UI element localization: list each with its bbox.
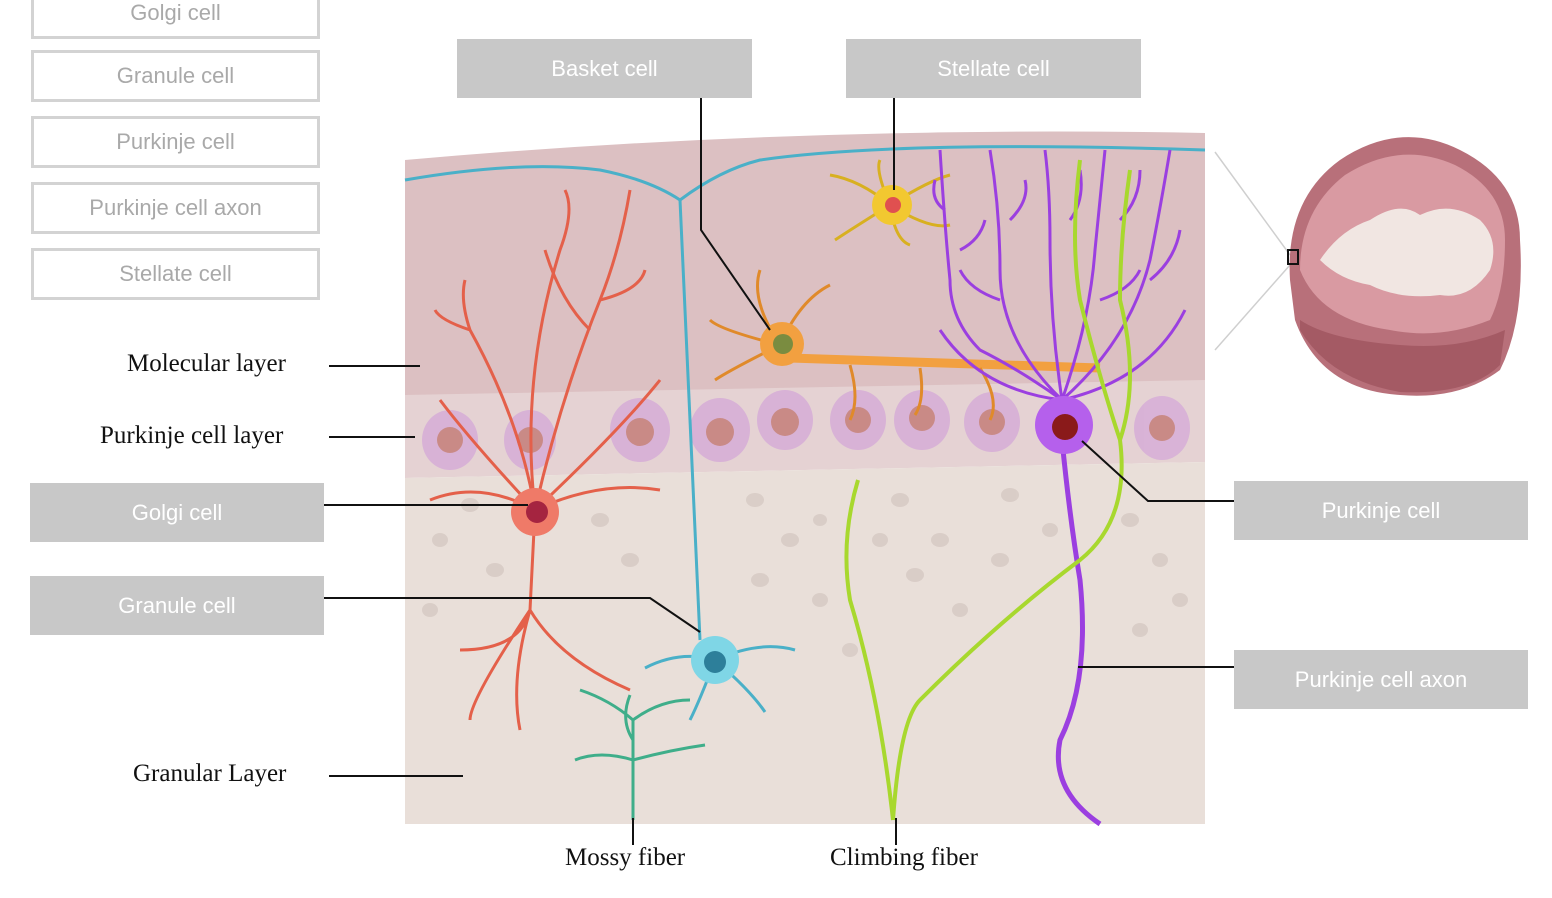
drop-zone-purkinje-cell-axon[interactable]: Purkinje cell axon [1234,650,1528,709]
leader-lines [322,98,1234,845]
basket-cell-nucleus [773,334,793,354]
drop-zone-basket-cell[interactable]: Basket cell [457,39,752,98]
drop-zone-granule-cell[interactable]: Granule cell [30,576,324,635]
drop-zone-stellate-cell[interactable]: Stellate cell [846,39,1141,98]
purkinje-cell-nucleus [1052,414,1078,440]
golgi-cell-nucleus [526,501,548,523]
granular-layer-region [405,462,1205,824]
granular-layer-label: Granular Layer [133,760,287,787]
molecular-layer-label: Molecular layer [127,350,286,377]
bank-item-purkinje-cell[interactable]: Purkinje cell [31,116,320,168]
cerebellum-inset [1287,137,1521,396]
granule-cell-nucleus [704,651,726,673]
granular-dots [422,488,1188,657]
molecular-layer-region [405,131,1205,395]
drop-zone-purkinje-cell[interactable]: Purkinje cell [1234,481,1528,540]
climbing-fiber-label: Climbing fiber [830,844,978,871]
bank-item-purkinje-cell-axon[interactable]: Purkinje cell axon [31,182,320,234]
bank-item-stellate-cell[interactable]: Stellate cell [31,248,320,300]
zoom-line-bottom [1214,264,1291,351]
purkinje-cell-dendrites [932,149,1187,402]
purkinje-cell-axon-line [1055,439,1102,827]
purkinje-cell-layer-label: Purkinje cell layer [100,422,284,449]
mossy-fiber-label: Mossy fiber [565,844,686,871]
bank-item-golgi-cell[interactable]: Golgi cell [31,0,320,39]
granule-cell-axon [404,145,1206,641]
basket-cell [708,269,831,382]
bank-item-granule-cell[interactable]: Granule cell [31,50,320,102]
climbing-fiber [844,159,1132,821]
mossy-fiber-rosette [574,688,706,820]
stellate-cell [829,159,951,247]
stellate-cell-nucleus [885,197,901,213]
drop-zone-golgi-cell[interactable]: Golgi cell [30,483,324,542]
zoom-line-top [1214,151,1291,256]
golgi-cell-dendrites [429,189,662,731]
basket-cell-axon [789,353,1101,373]
